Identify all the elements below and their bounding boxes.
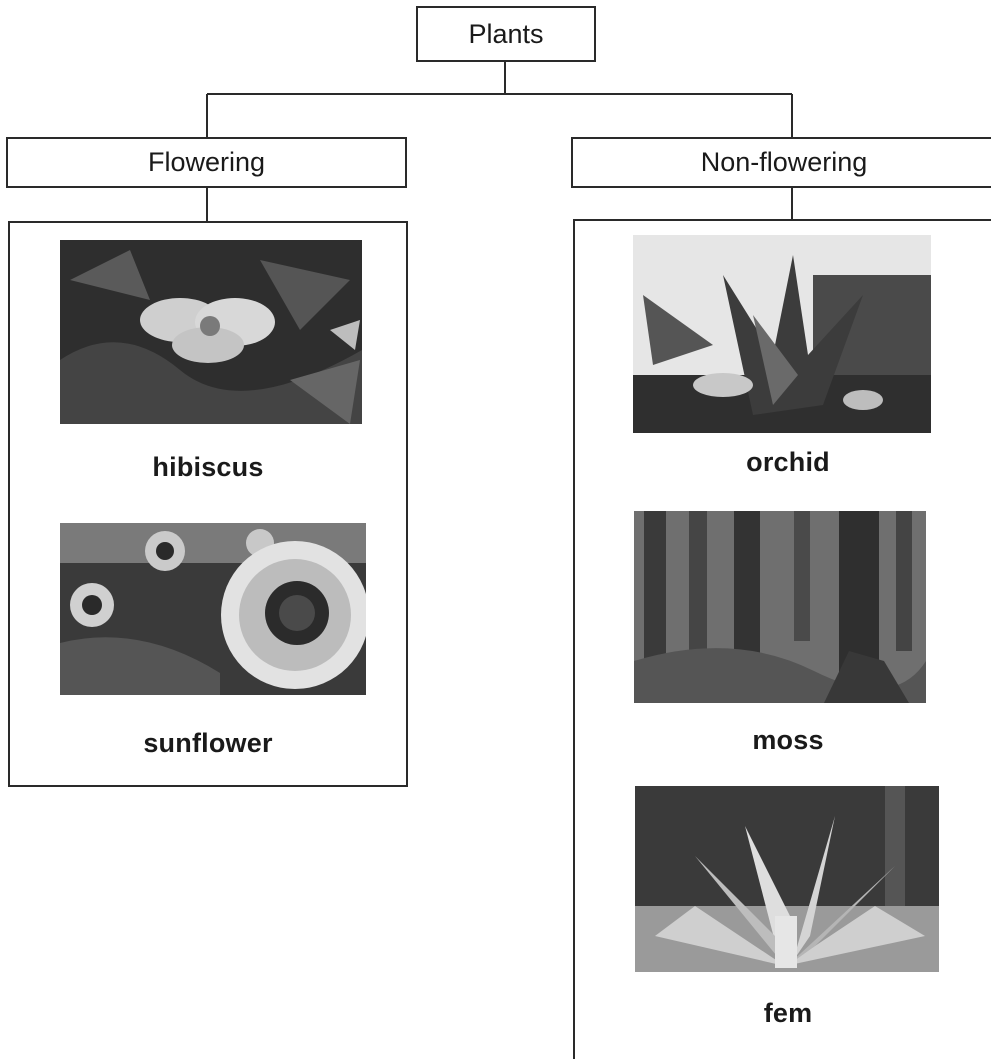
orchid-photo	[633, 235, 931, 433]
item-caption: orchid	[746, 447, 830, 477]
item-caption: fem	[763, 998, 813, 1028]
category-node-non-flowering: Non-flowering	[571, 137, 991, 188]
item-caption: moss	[752, 725, 824, 755]
moss-photo	[634, 511, 926, 703]
root-node-plants: Plants	[416, 6, 596, 62]
root-label: Plants	[468, 18, 544, 49]
category-node-flowering: Flowering	[6, 137, 407, 188]
sunflower-photo	[60, 523, 366, 695]
category-label: Non-flowering	[700, 147, 868, 177]
item-caption: hibiscus	[152, 452, 264, 482]
hibiscus-photo	[60, 240, 362, 424]
fern-photo	[635, 786, 939, 972]
category-label: Flowering	[147, 147, 266, 177]
item-caption: sunflower	[143, 728, 273, 758]
